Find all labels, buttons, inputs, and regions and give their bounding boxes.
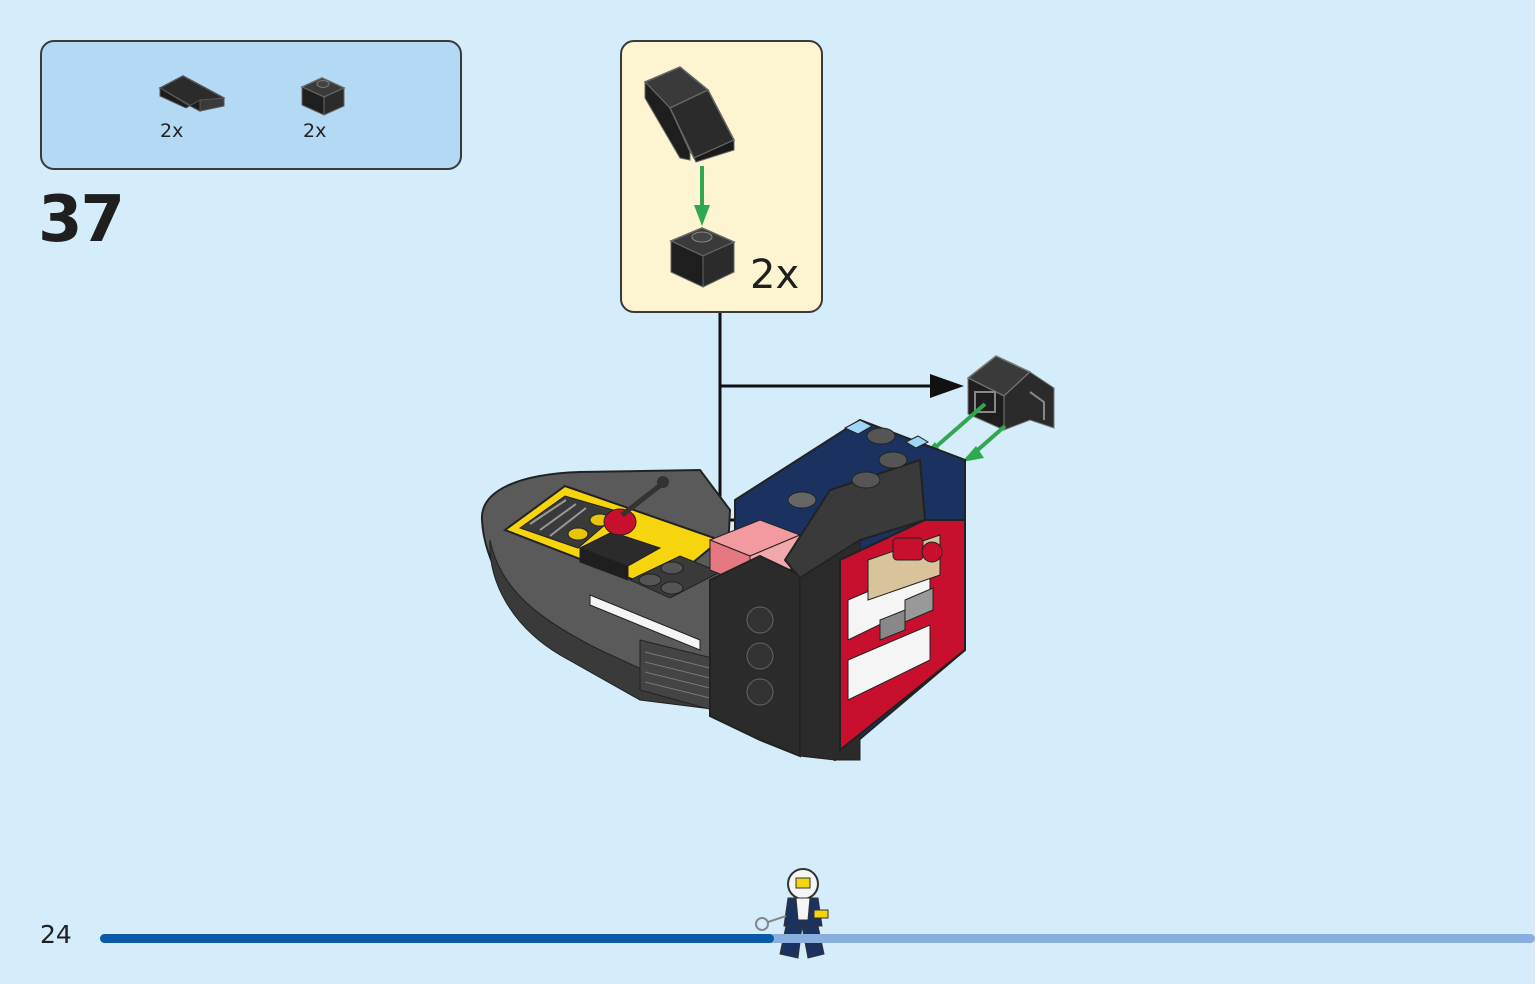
minifigure-icon: [755, 868, 829, 959]
step-number: 37: [38, 183, 125, 257]
black-slope-brick-icon: [158, 75, 226, 112]
parts-list-callout: [40, 40, 462, 170]
progress-fill: [100, 934, 775, 943]
progress-track: [100, 934, 1535, 943]
part-qty-1: 2x: [160, 120, 184, 142]
sub-1x1-brick-icon: [669, 227, 736, 288]
part-qty-2: 2x: [303, 120, 327, 142]
black-1x1-brick-icon: [300, 77, 346, 116]
sub-slope-brick-icon: [643, 66, 736, 163]
page-number: 24: [40, 920, 72, 949]
sub-assembly-qty: 2x: [750, 252, 800, 298]
vehicle-model: [480, 418, 966, 762]
floating-slope-part-icon: [966, 355, 1055, 431]
down-arrow-icon: [694, 166, 710, 226]
